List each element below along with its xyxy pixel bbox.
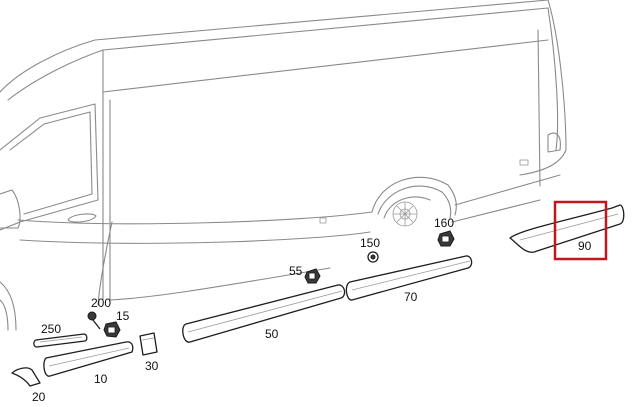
part-160-clip [437,230,455,247]
label-30: 30 [145,359,159,373]
label-200: 200 [91,296,111,310]
part-200-screw [87,311,101,330]
part-50-strip [182,284,346,343]
label-250: 250 [41,322,61,336]
part-55-clip [304,268,321,284]
part-250-rod [33,333,88,348]
parts [11,204,625,387]
label-20: 20 [32,390,46,404]
part-15-clip [103,321,121,338]
label-15: 15 [116,309,130,323]
label-10: 10 [94,372,108,386]
label-70: 70 [404,290,418,304]
van-outline [0,0,567,331]
label-150: 150 [360,236,380,250]
label-55: 55 [289,264,303,278]
part-30-connector [139,332,158,356]
part-labels: 250 200 15 10 20 30 50 55 70 150 160 90 [32,216,592,404]
part-90-strip [509,204,625,253]
part-20-endcap [11,367,41,387]
label-90: 90 [578,239,592,253]
highlight-box-part-90 [553,200,608,261]
part-70-strip [345,255,473,301]
part-10-strip [43,341,134,377]
label-50: 50 [265,327,279,341]
label-160: 160 [434,216,454,230]
part-150-clip [367,251,379,263]
